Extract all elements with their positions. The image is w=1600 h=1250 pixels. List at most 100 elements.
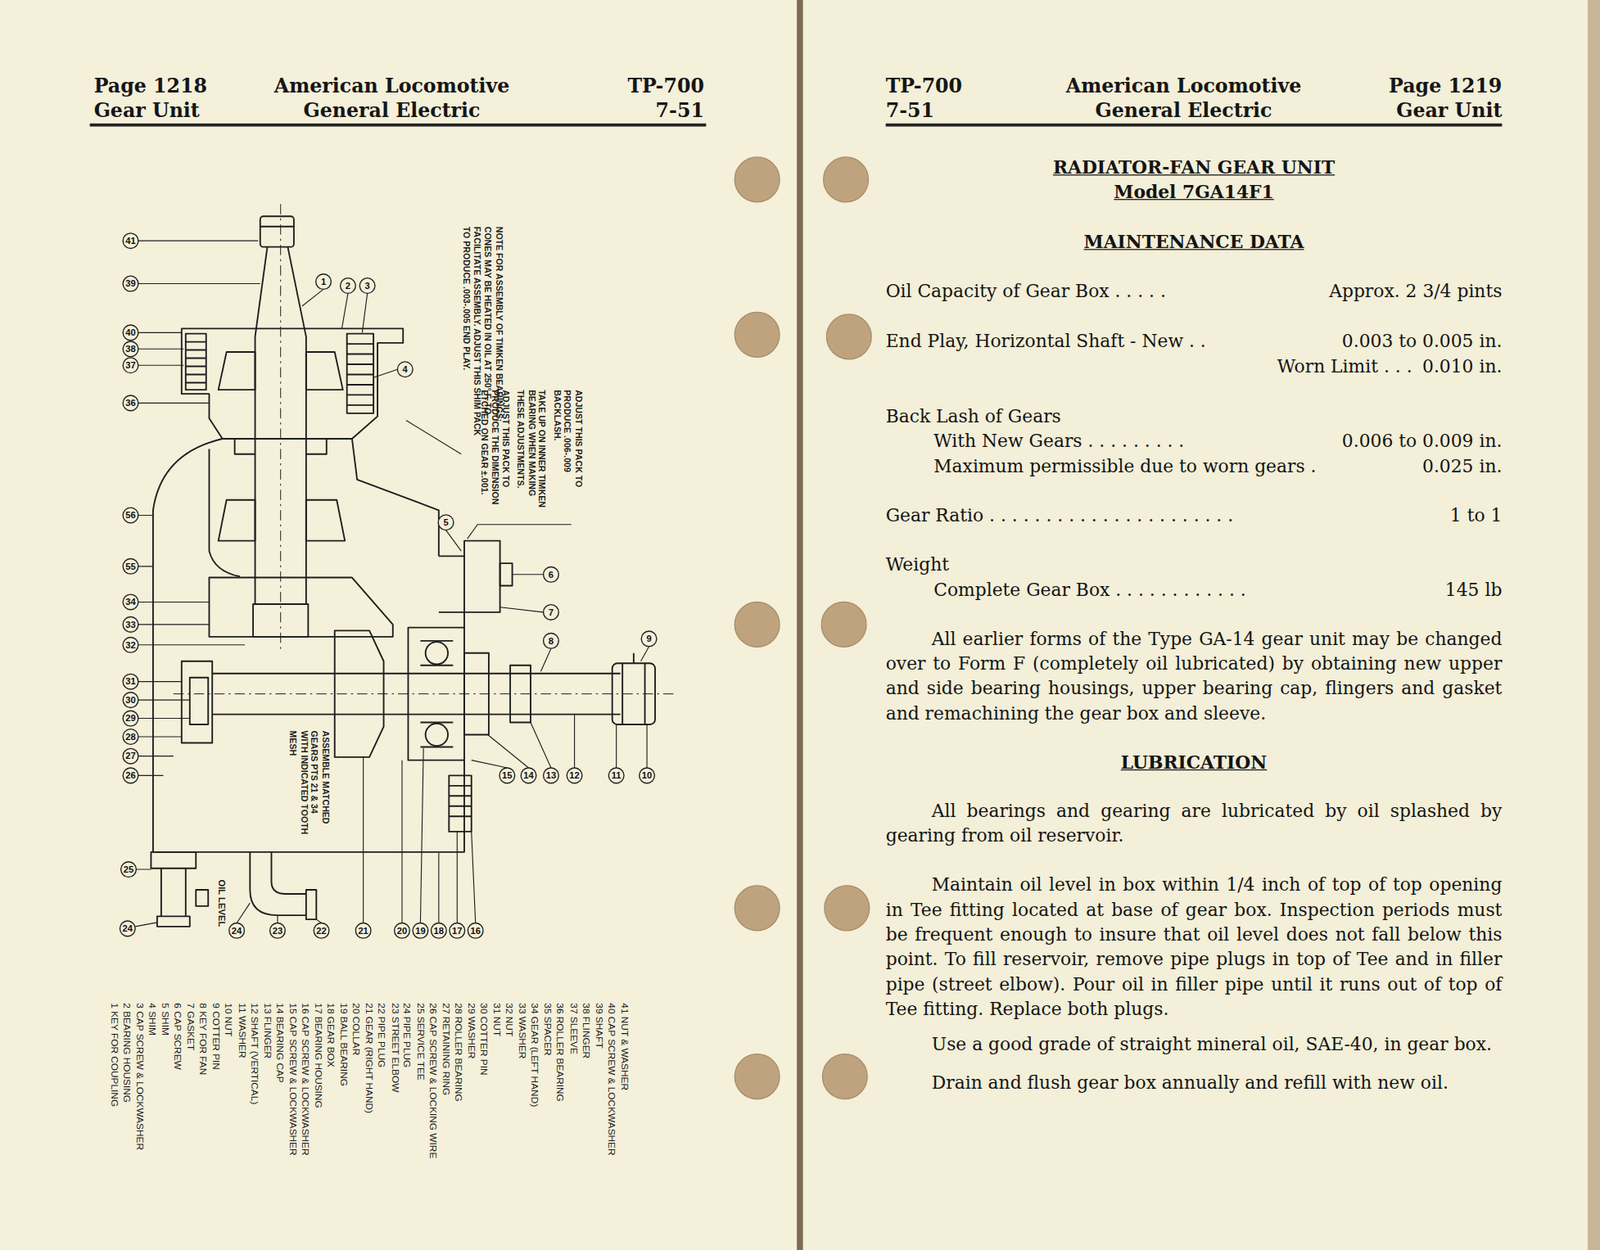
callout-slot: 24 xyxy=(226,924,248,937)
callout-number: 27 xyxy=(120,750,141,763)
callout-slot: 29 xyxy=(120,712,141,725)
page-header-text: TP-700 xyxy=(397,73,705,99)
parts-list-entry: 31 NUT xyxy=(490,1003,504,1248)
drawing-part xyxy=(181,661,213,744)
drawing-part xyxy=(306,890,317,920)
drawing-part xyxy=(438,555,465,628)
parts-list-entry: 12 SHAFT (VERTICAL) xyxy=(248,1003,262,1248)
drawing-part xyxy=(500,563,513,586)
drawing-part xyxy=(734,311,780,358)
drawing-part xyxy=(185,334,207,391)
drawing-part xyxy=(189,677,208,725)
callout-slot: 55 xyxy=(120,560,141,573)
callout-slot: 33 xyxy=(120,618,141,631)
callout-slot: 21 xyxy=(352,924,374,937)
callout-number: 30 xyxy=(120,694,141,707)
callout-slot: 9 xyxy=(638,632,660,646)
data-row: Worn Limit . . .0.010 in. xyxy=(885,353,1503,379)
drawing-part xyxy=(181,328,403,439)
parts-list-entry: 22 PIPE PLUG xyxy=(375,1003,389,1248)
callout-slot: 3 xyxy=(357,280,378,293)
header-slot: American Locomotive xyxy=(979,73,1388,99)
parts-list-entry: 38 FLINGER xyxy=(579,1003,593,1248)
callout-number: 37 xyxy=(120,359,141,372)
callout-number: 33 xyxy=(120,618,141,631)
callout-number: 26 xyxy=(120,769,141,782)
callout-number: 14 xyxy=(518,769,539,782)
parts-list-entry: 37 SLEEVE xyxy=(566,1003,580,1248)
callout-number: 19 xyxy=(410,924,431,937)
drawing-part xyxy=(185,342,207,384)
callout-slot: 27 xyxy=(120,750,141,763)
parts-list-entry: 11 WASHER xyxy=(235,1003,249,1248)
body-paragraph: Drain and flush gear box annually and re… xyxy=(885,1071,1503,1096)
drawing-part xyxy=(208,578,393,638)
parts-list-entry: 40 CAP SCREW & LOCKWASHER xyxy=(605,1003,619,1248)
parts-list-entry: 1 KEY FOR COUPLING xyxy=(107,1003,121,1248)
data-item: With New Gears . . . . . . . . . xyxy=(933,429,1185,454)
callout-slot: 26 xyxy=(120,769,141,782)
drawing-part xyxy=(448,775,471,832)
data-value: 0.006 to 0.009 in. xyxy=(1342,429,1503,454)
parts-list-entry: 10 NUT xyxy=(222,1003,236,1248)
parts-list-entry: 8 KEY FOR FAN xyxy=(197,1003,211,1248)
text-column: RADIATOR-FAN GEAR UNITModel 7GA14F1MAINT… xyxy=(885,154,1503,1096)
parts-list-entry: 24 PIPE PLUG xyxy=(401,1003,415,1248)
callout-slot: 15 xyxy=(497,769,518,782)
callout-number: 2 xyxy=(337,280,358,293)
parts-list-entry: 28 ROLLER BEARING xyxy=(451,1003,466,1248)
drawing-part xyxy=(425,641,448,665)
callout-number: 29 xyxy=(120,712,141,725)
parts-list-entry: 13 FLINGER xyxy=(260,1003,274,1248)
drawing-part xyxy=(153,438,465,853)
callout-slot: 25 xyxy=(118,863,140,877)
callout-number: 5 xyxy=(435,516,457,529)
drawing-part xyxy=(352,438,439,556)
drawing-part xyxy=(135,240,649,927)
callout-slot: 7 xyxy=(540,605,561,619)
drawing-part xyxy=(173,693,674,695)
callout-number: 8 xyxy=(540,634,561,647)
callout-number: 3 xyxy=(357,280,378,293)
drawing-part xyxy=(218,500,346,542)
oil-level-label: OIL LEVEL xyxy=(215,880,227,942)
data-row: Oil Capacity of Gear Box . . . . .Approx… xyxy=(885,279,1503,304)
page-header-text: Page 1219 xyxy=(1196,73,1503,99)
callout-number: 32 xyxy=(120,638,141,651)
header-slot: Page 1219 xyxy=(1196,73,1503,99)
callout-number: 21 xyxy=(352,924,374,937)
callout-number: 4 xyxy=(394,363,416,376)
section-title: RADIATOR-FAN GEAR UNIT xyxy=(885,154,1503,180)
page-header-text: American Locomotive xyxy=(187,73,596,99)
callout-number: 17 xyxy=(447,924,468,937)
rotated-note: ADJUST THIS PACK TO PRODUCE .006-.009 BA… xyxy=(479,389,584,518)
callout-slot: 23 xyxy=(266,924,288,937)
drawing-part xyxy=(471,714,647,769)
parts-list-entry: 20 COLLAR xyxy=(349,1003,363,1248)
page-header-text: General Electric xyxy=(979,98,1388,123)
parts-list-entry: 26 CAP SCREW & LOCKING WIRE xyxy=(426,1003,440,1248)
body-paragraph: Maintain oil level in box within 1/4 inc… xyxy=(885,872,1503,1023)
header-rule xyxy=(885,123,1503,127)
section-heading: LUBRICATION xyxy=(885,750,1503,775)
drawing-part xyxy=(280,203,281,653)
drawing-part xyxy=(425,723,448,746)
drawing-part xyxy=(734,601,780,647)
callout-slot: 19 xyxy=(410,924,431,937)
callout-number: 34 xyxy=(120,596,141,609)
callout-slot: 38 xyxy=(120,343,141,356)
drawing-part xyxy=(161,868,186,918)
mesh-note: ASSEMBLE MATCHED GEARS PTS 21 & 34 WITH … xyxy=(287,731,330,839)
callout-slot: 34 xyxy=(120,596,141,609)
page-header-text: General Electric xyxy=(187,98,596,123)
callout-number: 22 xyxy=(311,924,332,937)
drawing-part xyxy=(734,885,780,932)
data-row: With New Gears . . . . . . . . . 0.006 to… xyxy=(885,429,1503,454)
header-slot: 7-51 xyxy=(397,98,705,123)
callout-slot: 40 xyxy=(120,326,141,339)
data-item: Worn Limit . . . xyxy=(1277,353,1413,379)
parts-list-entry: 15 CAP SCREW & LOCKWASHER xyxy=(286,1003,300,1248)
parts-list-entry: 30 COTTER PIN xyxy=(477,1003,491,1248)
